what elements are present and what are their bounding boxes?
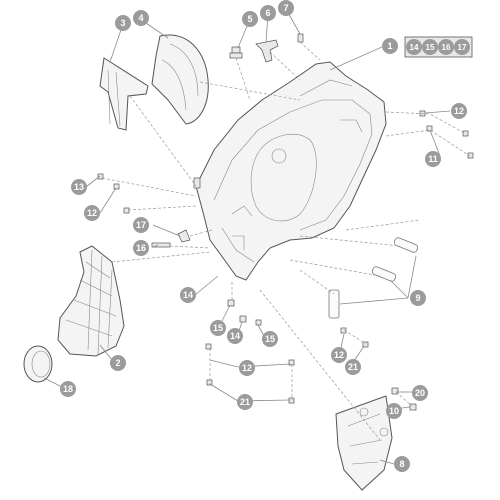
svg-text:16: 16 — [442, 43, 451, 52]
svg-text:14: 14 — [410, 43, 419, 52]
svg-text:14: 14 — [183, 290, 193, 300]
callout-3: 3 — [115, 15, 131, 31]
callout-10: 10 — [386, 403, 402, 419]
svg-text:16: 16 — [136, 243, 146, 253]
screw-7 — [297, 33, 304, 43]
svg-text:9: 9 — [415, 293, 420, 303]
kit-number: 17 — [454, 39, 470, 55]
callout-4: 4 — [133, 10, 149, 26]
kit-number: 15 — [422, 39, 438, 55]
svg-text:18: 18 — [63, 384, 73, 394]
rear-bracket — [99, 57, 149, 131]
svg-text:21: 21 — [240, 397, 250, 407]
callout-12: 12 — [84, 205, 100, 221]
callout-15: 15 — [210, 320, 226, 336]
callout-2: 2 — [110, 355, 126, 371]
callout-17: 17 — [133, 217, 149, 233]
callout-8: 8 — [394, 456, 410, 472]
svg-text:15: 15 — [426, 43, 435, 52]
callout-13: 13 — [71, 179, 87, 195]
callout-14: 14 — [227, 328, 243, 344]
clip-6 — [255, 39, 279, 63]
svg-text:12: 12 — [454, 106, 464, 116]
svg-text:12: 12 — [242, 363, 252, 373]
rear-cover — [151, 34, 209, 125]
callout-15: 15 — [262, 331, 278, 347]
svg-text:8: 8 — [399, 459, 404, 469]
svg-text:15: 15 — [213, 323, 223, 333]
callout-21: 21 — [237, 394, 253, 410]
svg-text:1: 1 — [387, 41, 392, 51]
callout-6: 6 — [260, 5, 276, 21]
svg-text:20: 20 — [415, 388, 425, 398]
svg-text:13: 13 — [74, 182, 84, 192]
kit-reference-box: 14 15 16 17 — [404, 36, 473, 58]
svg-text:17: 17 — [136, 220, 146, 230]
svg-text:12: 12 — [87, 208, 97, 218]
svg-text:14: 14 — [230, 331, 240, 341]
latches — [328, 237, 419, 319]
callout-11: 11 — [425, 151, 441, 167]
svg-text:17: 17 — [458, 43, 467, 52]
svg-text:6: 6 — [265, 8, 270, 18]
svg-text:3: 3 — [120, 18, 125, 28]
callout-12: 12 — [239, 360, 255, 376]
air-duct — [57, 245, 125, 357]
kit-number: 16 — [438, 39, 454, 55]
svg-text:12: 12 — [334, 350, 344, 360]
callout-7: 7 — [278, 0, 294, 16]
callout-1: 1 — [382, 38, 398, 54]
kit-number: 14 — [406, 39, 422, 55]
callout-9: 9 — [410, 290, 426, 306]
svg-text:21: 21 — [348, 362, 358, 372]
callout-18: 18 — [60, 381, 76, 397]
svg-text:10: 10 — [389, 406, 399, 416]
intake-ring — [23, 345, 53, 383]
callout-21: 21 — [345, 359, 361, 375]
callout-12: 12 — [451, 103, 467, 119]
svg-text:5: 5 — [247, 14, 252, 24]
callout-5: 5 — [242, 11, 258, 27]
callout-20: 20 — [412, 385, 428, 401]
callouts: 1 3 4 5 6 7 12 11 13 12 17 16 14 15 14 — [60, 0, 467, 472]
svg-text:15: 15 — [265, 334, 275, 344]
lower-flap — [335, 395, 393, 491]
svg-text:2: 2 — [115, 358, 120, 368]
callout-12: 12 — [331, 347, 347, 363]
frame-body — [195, 61, 387, 281]
svg-text:4: 4 — [138, 13, 143, 23]
callout-16: 16 — [133, 240, 149, 256]
hardware-pieces — [97, 110, 474, 411]
assembly-lines — [101, 41, 471, 441]
svg-text:11: 11 — [428, 154, 438, 164]
fastener-5 — [229, 46, 243, 59]
callout-14: 14 — [180, 287, 196, 303]
svg-text:7: 7 — [283, 3, 288, 13]
